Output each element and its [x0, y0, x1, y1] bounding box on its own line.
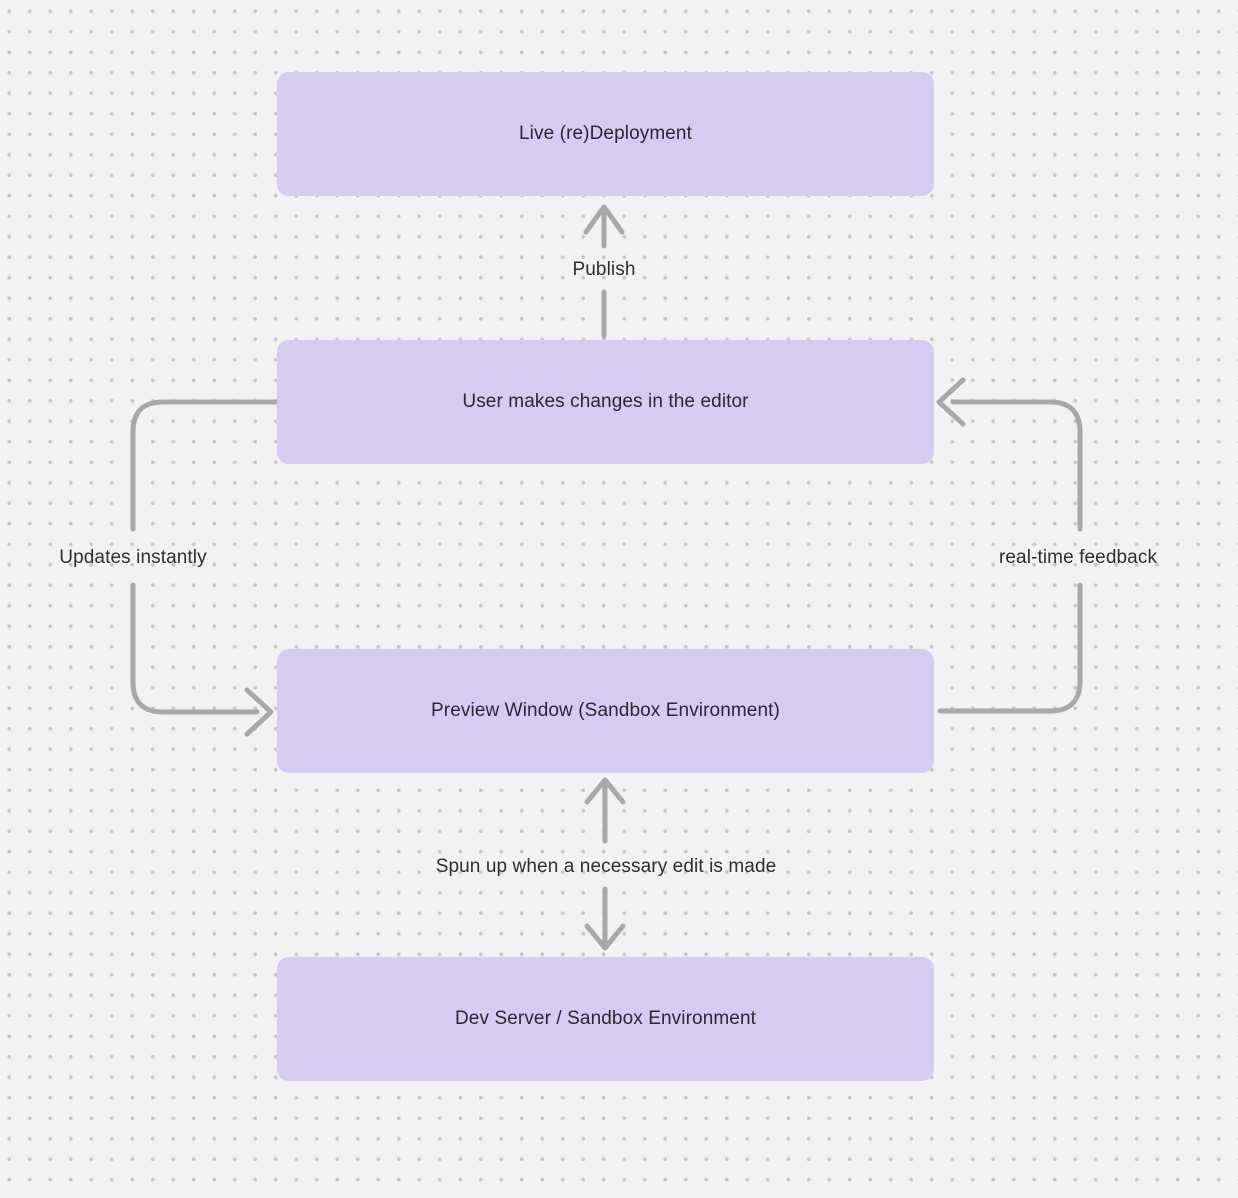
node-label: User makes changes in the editor: [462, 391, 749, 412]
arrowhead-up-icon: [583, 204, 625, 235]
node-live-redeployment: Live (re)Deployment: [277, 72, 934, 196]
node-label: Live (re)Deployment: [519, 123, 692, 144]
node-user-editor: User makes changes in the editor: [277, 340, 934, 464]
arrowhead-left-icon: [936, 377, 966, 427]
arrowhead-right-icon: [244, 687, 274, 737]
edge-label-real-time-feedback: real-time feedback: [998, 547, 1158, 568]
node-preview-window: Preview Window (Sandbox Environment): [277, 649, 934, 773]
arrowhead-up-icon: [584, 777, 626, 805]
node-label: Dev Server / Sandbox Environment: [454, 1008, 756, 1029]
node-dev-server: Dev Server / Sandbox Environment: [277, 957, 934, 1081]
edge-label-spun-up: Spun up when a necessary edit is made: [435, 856, 777, 877]
edge-label-updates-instantly: Updates instantly: [59, 547, 207, 568]
node-label: Preview Window (Sandbox Environment): [431, 700, 780, 721]
arrowhead-down-icon: [584, 923, 626, 951]
edge-label-publish: Publish: [572, 259, 636, 280]
real-time-feedback-arrow: [936, 377, 1083, 714]
